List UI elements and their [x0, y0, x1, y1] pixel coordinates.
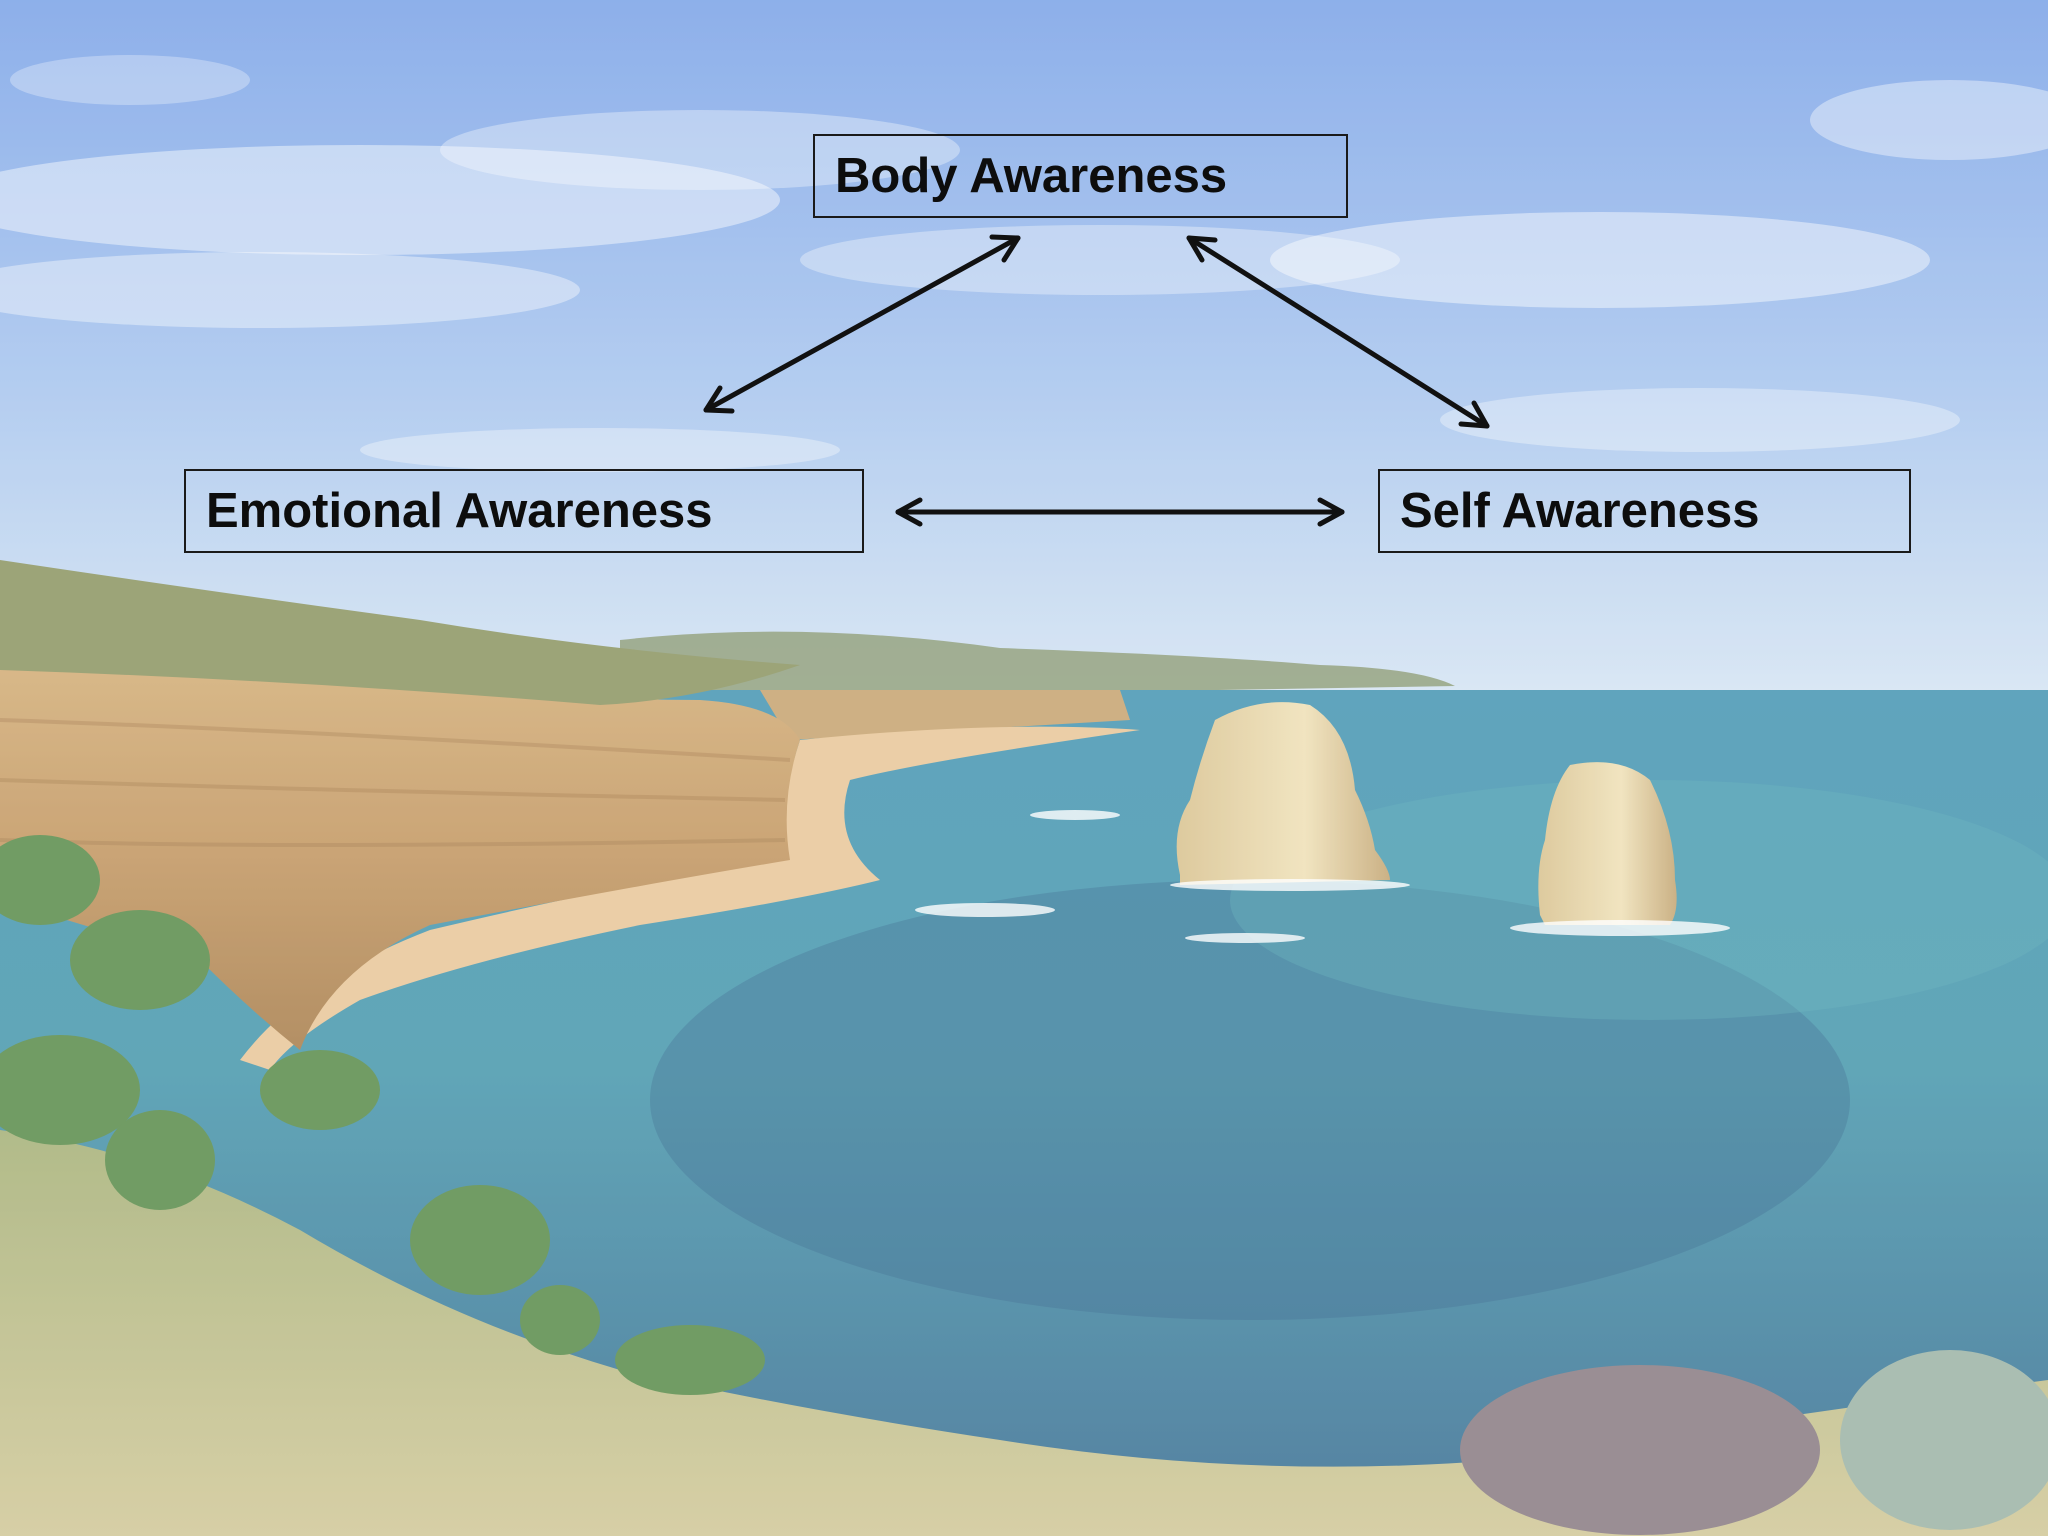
clouds — [0, 55, 2048, 472]
cliff-top-vegetation — [0, 560, 800, 705]
node-label: Body Awareness — [835, 149, 1228, 203]
node-self-awareness: Self Awareness — [1378, 469, 1911, 553]
arrow-emotional-self — [895, 497, 1345, 527]
cliff-strata — [0, 718, 791, 847]
node-label: Self Awareness — [1400, 484, 1760, 538]
node-emotional-awareness: Emotional Awareness — [184, 469, 864, 553]
shrubs — [0, 835, 765, 1395]
far-cliffs — [760, 690, 1130, 740]
distant-headland — [620, 631, 1455, 700]
beach — [240, 726, 1140, 1070]
arrow-body-self — [1186, 235, 1490, 429]
heath-bushes — [1460, 1350, 2048, 1535]
sea-stack-left — [1176, 702, 1390, 885]
node-body-awareness: Body Awareness — [813, 134, 1348, 218]
foreground-grass — [0, 1130, 2048, 1536]
sky — [0, 0, 2048, 700]
sea-stack-right — [1538, 762, 1677, 925]
node-label: Emotional Awareness — [206, 484, 713, 538]
surf — [915, 810, 1730, 943]
arrow-body-emotional — [703, 234, 1021, 414]
